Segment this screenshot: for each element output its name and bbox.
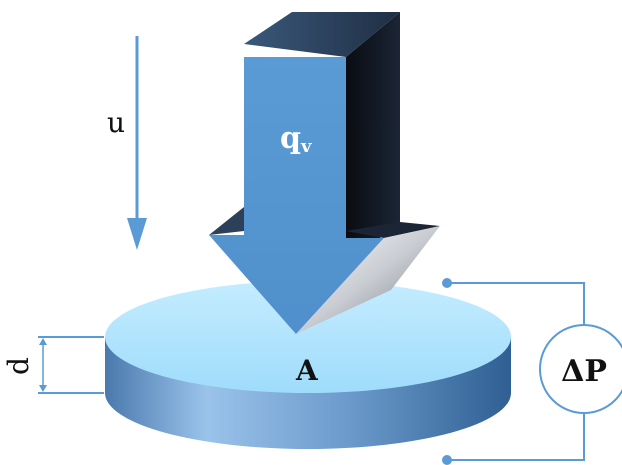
thickness-dimension bbox=[38, 336, 104, 394]
thickness-label: d bbox=[2, 357, 35, 375]
filter-disc bbox=[105, 281, 511, 449]
velocity-label: u bbox=[107, 106, 125, 139]
arrow-top-face bbox=[244, 12, 400, 57]
gauge-wire-top bbox=[447, 282, 585, 325]
velocity-arrow-head bbox=[127, 218, 147, 250]
pressure-drop-label: ΔP bbox=[561, 354, 607, 389]
flow-rate-subscript: v bbox=[300, 136, 312, 157]
arrow-side-face bbox=[346, 12, 400, 265]
velocity-arrow bbox=[127, 36, 147, 250]
thickness-arrow-up bbox=[39, 338, 47, 345]
thickness-arrow-down bbox=[39, 385, 47, 392]
arrow-bevel bbox=[296, 226, 440, 334]
flow-rate-arrow bbox=[209, 12, 440, 334]
flow-rate-main: q bbox=[280, 121, 301, 156]
arrow-wing-top-right bbox=[346, 222, 440, 238]
disc-top bbox=[105, 281, 511, 393]
flow-rate-label: qv bbox=[280, 121, 312, 157]
pressure-gauge bbox=[442, 278, 622, 465]
arrow-wing-top-left bbox=[209, 207, 244, 235]
arrow-front-face bbox=[209, 57, 384, 334]
gauge-circle bbox=[539, 324, 622, 414]
area-label: A bbox=[295, 354, 319, 387]
gauge-wire-bottom bbox=[447, 413, 585, 461]
